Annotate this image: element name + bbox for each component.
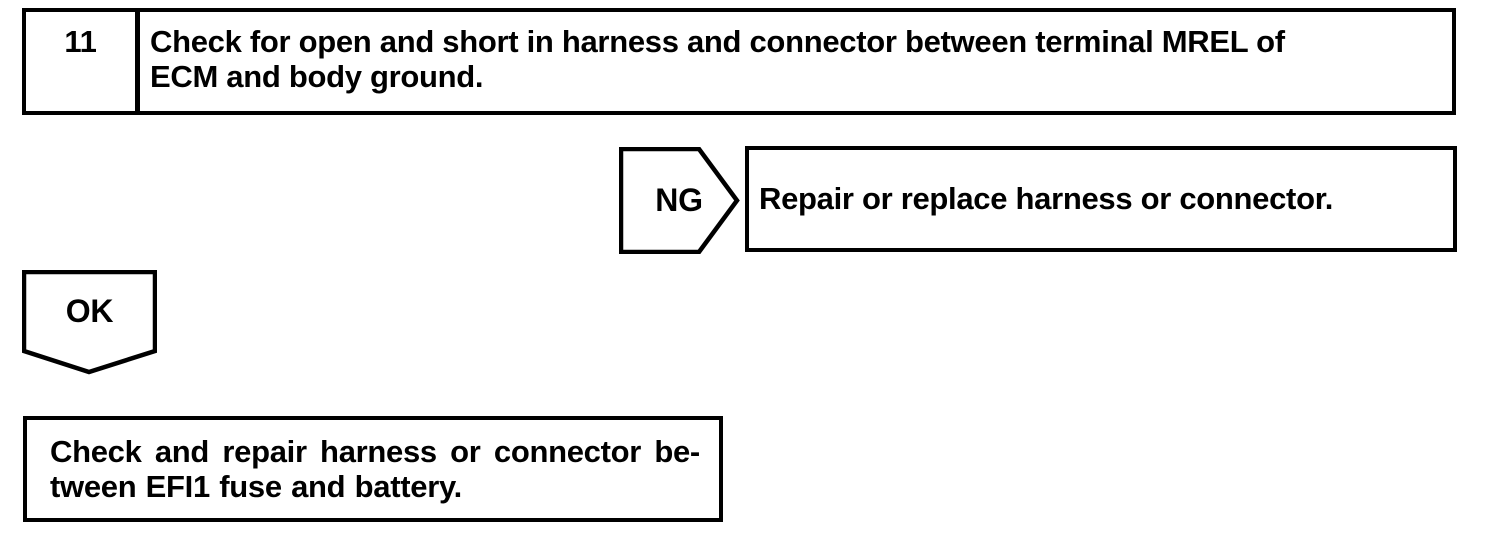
ng-action-text: Repair or replace harness or connector. [759, 181, 1334, 216]
ok-arrow-shape [22, 270, 157, 375]
ng-connector: NG [619, 147, 740, 254]
step-instruction: Check for open and short in harness and … [140, 12, 1285, 111]
ng-arrow-shape [619, 147, 740, 254]
ok-label: OK [65, 292, 114, 329]
step-number: 11 [26, 12, 140, 111]
step-instruction-line-2: ECM and body ground. [150, 59, 484, 94]
ok-connector: OK [22, 270, 157, 375]
step-instruction-line-1: Check for open and short in harness and … [150, 24, 1285, 59]
ng-label: NG [655, 182, 703, 218]
ng-action-box: Repair or replace harness or connector. [745, 146, 1457, 252]
ok-action-line-2: tween EFI1 fuse and battery. [50, 469, 462, 504]
step-box: 11 Check for open and short in harness a… [22, 8, 1456, 115]
ok-action-box: Check and repair harness or connector be… [23, 416, 723, 522]
ok-action-line-1: Check and repair harness or connector be… [50, 434, 700, 469]
